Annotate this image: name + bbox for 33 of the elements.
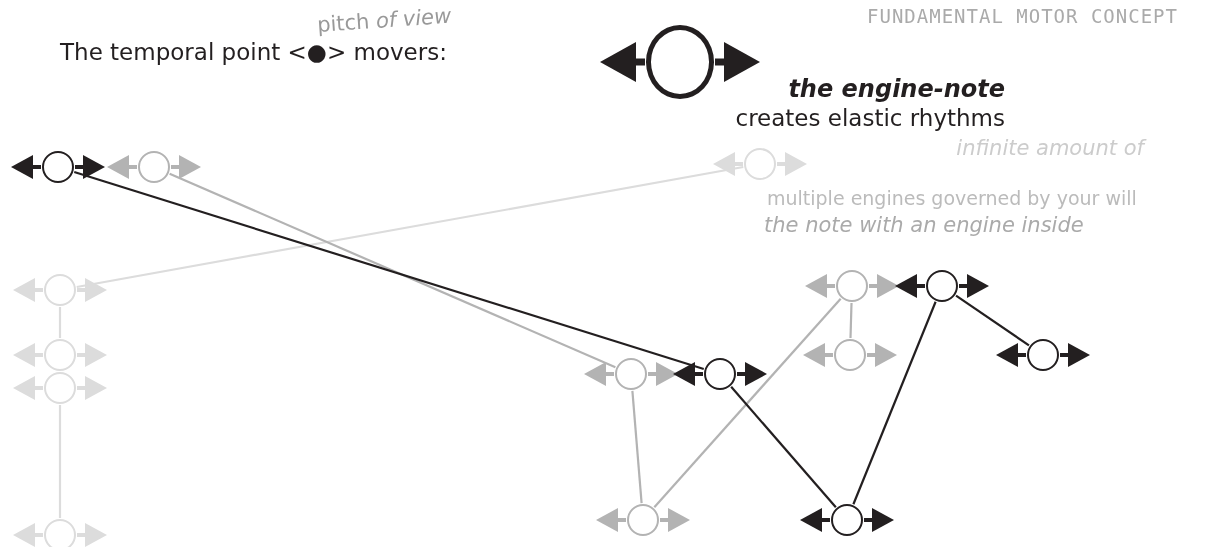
intro-text: The temporal point <●> movers: bbox=[60, 40, 447, 66]
connector-line bbox=[955, 294, 1030, 347]
circle-node bbox=[42, 151, 74, 183]
connector-line bbox=[852, 301, 937, 505]
circle-node bbox=[836, 270, 868, 302]
connector-line bbox=[58, 307, 62, 338]
note-text: the note with an engine inside bbox=[764, 214, 1084, 238]
connector-line bbox=[169, 172, 616, 369]
circle-node bbox=[1027, 339, 1059, 371]
connector-line bbox=[849, 302, 853, 339]
circle-node bbox=[627, 504, 659, 536]
circle-node bbox=[704, 358, 736, 390]
circle-node bbox=[831, 504, 863, 536]
connector-line bbox=[730, 386, 837, 508]
diagram-title: FUNDAMENTAL MOTOR CONCEPT bbox=[867, 6, 1178, 27]
circle-node bbox=[44, 372, 76, 404]
connector-line bbox=[58, 405, 62, 518]
circle-node bbox=[44, 519, 76, 547]
circle-node bbox=[926, 270, 958, 302]
circle-node bbox=[615, 358, 647, 390]
rotated-note: pitch of view bbox=[316, 4, 452, 38]
note-text: multiple engines governed by your will bbox=[767, 188, 1137, 209]
circle-node bbox=[44, 339, 76, 371]
circle-node bbox=[744, 148, 776, 180]
heading-text: the engine-note bbox=[788, 76, 1005, 103]
connector-line bbox=[73, 171, 705, 370]
circle-node bbox=[834, 339, 866, 371]
connector-line bbox=[76, 165, 744, 289]
connector-line bbox=[653, 297, 842, 509]
description-text: creates elastic rhythms bbox=[735, 106, 1005, 132]
circle-node bbox=[138, 151, 170, 183]
connector-line bbox=[631, 390, 643, 504]
circle-node bbox=[44, 274, 76, 306]
